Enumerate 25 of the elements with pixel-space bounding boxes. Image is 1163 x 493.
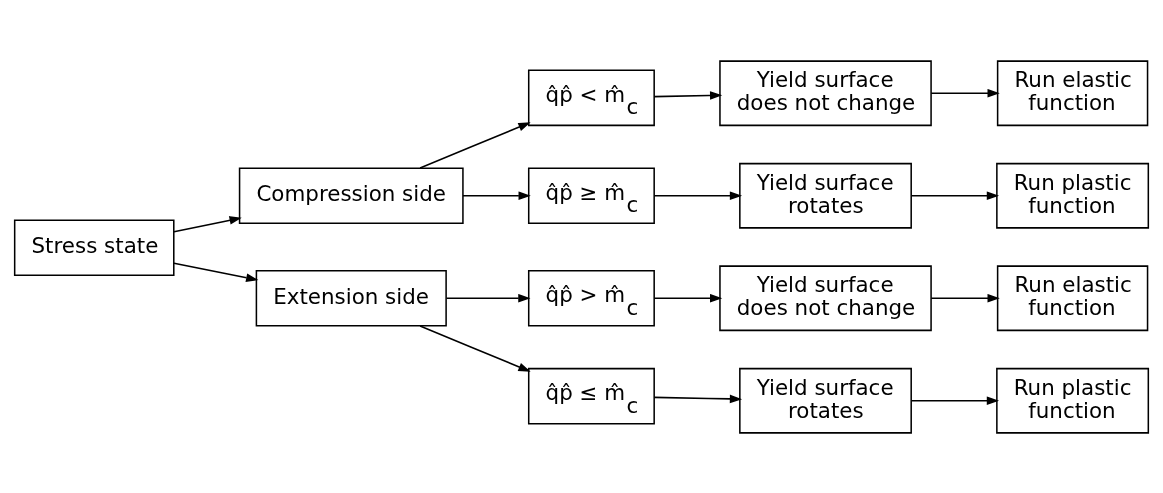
- node-box: Stress state: [13, 218, 175, 276]
- arrow: [930, 88, 1000, 98]
- arrow: [930, 293, 1000, 303]
- node-box: Run elastic function: [996, 59, 1149, 126]
- arrow: [173, 215, 242, 232]
- node-box: Yield surface rotates: [739, 162, 912, 229]
- arrow: [419, 121, 531, 169]
- arrow: [653, 394, 743, 403]
- node-box: Compression side: [238, 166, 464, 224]
- node-box: Run elastic function: [996, 264, 1149, 331]
- arrow: [462, 190, 531, 200]
- arrow: [653, 293, 723, 303]
- node-box: Yield surface does not change: [719, 59, 932, 126]
- arrow: [173, 262, 259, 282]
- node-box: Extension side: [255, 269, 447, 327]
- node-box: Run plastic function: [996, 162, 1150, 229]
- arrow: [445, 293, 531, 303]
- node-box: Yield surface does not change: [719, 264, 932, 331]
- arrow: [419, 324, 531, 372]
- node-box: Run plastic function: [996, 367, 1150, 434]
- arrow: [910, 190, 1000, 200]
- arrow: [653, 90, 723, 100]
- arrow: [653, 190, 743, 200]
- arrow: [910, 395, 1000, 405]
- node-box: Yield surface rotates: [739, 367, 912, 434]
